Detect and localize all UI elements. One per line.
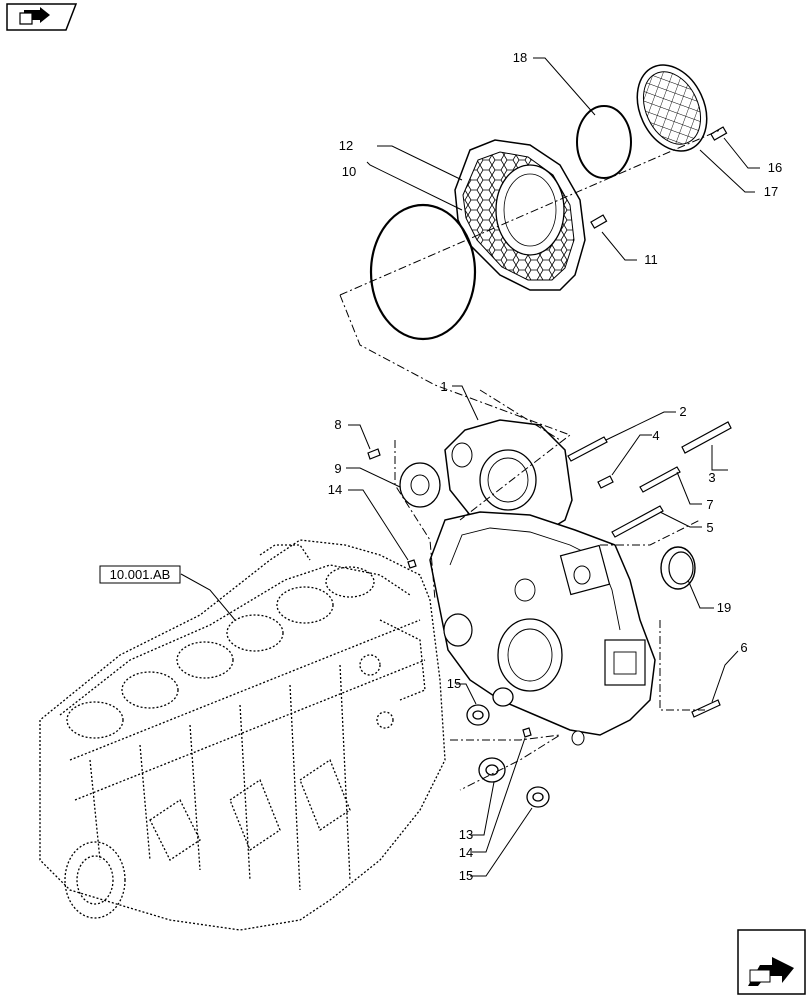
plug-15a <box>466 704 490 726</box>
callout-5: 5 <box>706 520 713 535</box>
callout-3: 3 <box>708 470 715 485</box>
bolt-16 <box>710 126 728 141</box>
plug-13 <box>478 757 506 783</box>
callout-16: 16 <box>768 160 782 175</box>
callout-13: 13 <box>459 827 473 842</box>
reference-label[interactable]: 10.001.AB <box>110 567 171 582</box>
callouts: 1 2 3 4 5 6 7 8 9 10 11 12 13 14 14 15 1… <box>328 50 782 883</box>
callout-1: 1 <box>440 379 447 394</box>
bolt-11 <box>590 214 608 229</box>
bolt-7 <box>639 466 681 493</box>
next-page-arrow-icon[interactable] <box>737 929 806 995</box>
bolts <box>367 421 732 738</box>
gasket-ring-18 <box>576 105 632 179</box>
callout-8: 8 <box>334 417 341 432</box>
callout-15a: 15 <box>447 676 461 691</box>
air-screen <box>636 64 708 152</box>
bolt-2 <box>567 436 608 462</box>
callout-6: 6 <box>740 640 747 655</box>
callout-7: 7 <box>706 497 713 512</box>
callout-14a: 14 <box>328 482 342 497</box>
bolt-14 <box>407 559 417 569</box>
reference-label-box[interactable]: 10.001.AB <box>99 565 181 584</box>
bolt-6 <box>691 699 721 718</box>
callout-9: 9 <box>334 461 341 476</box>
book-arrow-icon[interactable] <box>6 3 78 31</box>
rear-cover <box>454 139 586 291</box>
callout-11: 11 <box>644 252 658 267</box>
callout-15b: 15 <box>459 868 473 883</box>
callout-18: 18 <box>513 50 527 65</box>
callout-12: 12 <box>339 138 353 153</box>
callout-10: 10 <box>342 164 356 179</box>
bolt-14b <box>522 727 532 738</box>
callout-2: 2 <box>679 404 686 419</box>
seal-ring-19 <box>660 546 696 590</box>
bolt-3 <box>681 421 732 454</box>
callout-19: 19 <box>717 600 731 615</box>
front-cover <box>444 419 573 536</box>
plugs <box>466 687 550 808</box>
seal-9 <box>399 462 441 508</box>
callout-4: 4 <box>652 428 659 443</box>
timing-housing <box>429 511 656 746</box>
bolt-5 <box>611 505 664 538</box>
plug-15b <box>526 786 550 808</box>
bolt-4 <box>597 475 614 489</box>
callout-17: 17 <box>764 184 778 199</box>
leader-lines <box>180 57 760 877</box>
assembly-axis-lines <box>339 129 721 791</box>
callout-14b: 14 <box>459 845 473 860</box>
gasket-ring-10 <box>369 203 477 341</box>
engine-block <box>39 539 446 931</box>
bolt-8 <box>367 448 381 460</box>
